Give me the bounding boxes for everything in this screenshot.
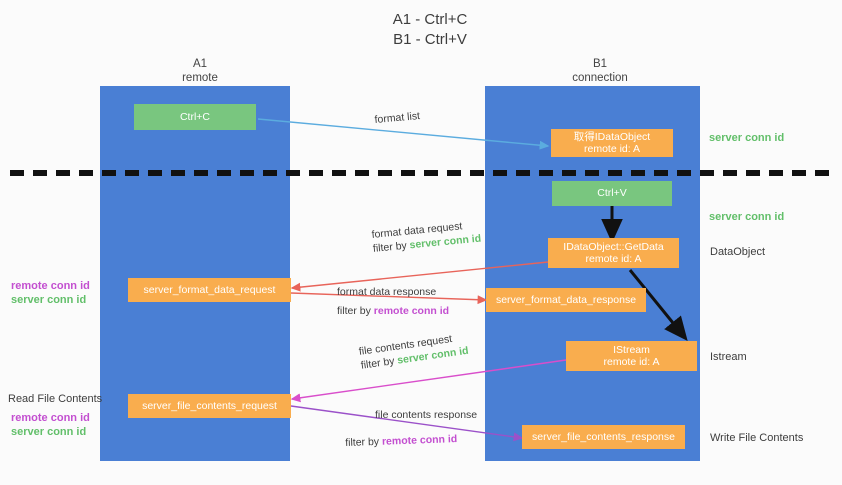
box-server-format-data-response[interactable]: server_format_data_response	[486, 288, 646, 312]
right-label-server-conn-id-mid: server conn id	[709, 210, 784, 224]
right-label-dataobject: DataObject	[710, 245, 765, 259]
box-server-file-contents-request[interactable]: server_file_contents_request	[128, 394, 291, 418]
left-label-read-file-contents-text: Read File Contents	[8, 393, 103, 405]
box-server-format-data-request-label: server_format_data_request	[143, 283, 276, 296]
lane-b1-name: B1	[592, 58, 608, 70]
title-line-1: A1 - Ctrl+C	[392, 11, 468, 28]
right-label-server-conn-id-top-text: server conn id	[709, 132, 785, 144]
remote-conn-id-inline-1: remote conn id	[373, 305, 450, 317]
right-label-write-file-contents-text: Write File Contents	[710, 432, 804, 444]
box-idataobject-line1: 取得IDataObject	[573, 130, 651, 143]
box-server-file-contents-response[interactable]: server_file_contents_response	[522, 425, 685, 449]
box-server-format-data-response-label: server_format_data_response	[495, 293, 637, 306]
filter-by-text-1: filter by	[372, 239, 411, 255]
right-label-write-file-contents: Write File Contents	[710, 431, 803, 445]
filter-by-text-4: filter by	[345, 435, 383, 449]
page-title: A1 - Ctrl+C B1 - Ctrl+V	[330, 10, 530, 50]
left-label-remote-conn-id-1: remote conn id	[11, 280, 90, 292]
box-server-file-contents-request-label: server_file_contents_request	[142, 399, 277, 412]
edge-label-format-data-response-filter: filter by remote conn id	[337, 304, 449, 318]
box-getdata[interactable]: IDataObject::GetData remote id: A	[548, 238, 679, 268]
edge-label-file-contents-response: file contents response	[375, 408, 477, 422]
right-label-istream: Istream	[710, 350, 747, 364]
left-label-conn-ids-2: remote conn id server conn id	[11, 411, 90, 439]
title-line-2: B1 - Ctrl+V	[393, 31, 467, 48]
right-label-dataobject-text: DataObject	[710, 246, 766, 258]
box-server-file-contents-response-label: server_file_contents_response	[531, 430, 675, 443]
edge-label-file-contents-response-filter: filter by remote conn id	[345, 432, 457, 450]
filter-by-text-3: filter by	[360, 354, 399, 372]
edge-label-format-list-text: format list	[374, 110, 421, 126]
left-label-read-file-contents: Read File Contents	[8, 392, 102, 406]
box-istream-line1: IStream	[613, 343, 650, 356]
left-label-conn-ids-1: remote conn id server conn id	[11, 279, 90, 307]
left-label-server-conn-id-2: server conn id	[11, 426, 87, 438]
lane-b1-sub: connection	[572, 71, 628, 84]
right-label-istream-text: Istream	[710, 351, 747, 363]
lane-a1-sub: remote	[182, 71, 218, 84]
lane-title-b1: B1 connection	[540, 58, 660, 85]
box-ctrl-v[interactable]: Ctrl+V	[552, 181, 672, 206]
edge-label-format-data-response-text: format data response	[337, 286, 437, 298]
edge-label-file-contents-request: file contents request filter by server c…	[358, 330, 469, 373]
box-idataobject-line2: remote id: A	[583, 143, 641, 155]
box-istream-line2: remote id: A	[603, 356, 660, 368]
lane-title-a1: A1 remote	[140, 58, 260, 85]
left-label-server-conn-id-1: server conn id	[11, 294, 87, 306]
remote-conn-id-inline-2: remote conn id	[381, 433, 458, 448]
filter-by-text-2: filter by	[337, 305, 374, 317]
box-server-format-data-request[interactable]: server_format_data_request	[128, 278, 291, 302]
edge-label-file-contents-response-text: file contents response	[375, 409, 478, 421]
box-ctrl-c-label: Ctrl+C	[179, 110, 211, 123]
lane-a1-name: A1	[192, 58, 208, 70]
edge-label-format-data-request: format data request filter by server con…	[371, 218, 482, 256]
right-label-server-conn-id-top: server conn id	[709, 131, 784, 145]
box-getdata-line2: remote id: A	[585, 253, 642, 265]
left-label-remote-conn-id-2: remote conn id	[11, 412, 90, 424]
box-ctrl-v-label: Ctrl+V	[597, 187, 627, 200]
box-getdata-line1: IDataObject::GetData	[563, 240, 664, 253]
box-idataobject[interactable]: 取得IDataObject remote id: A	[551, 129, 673, 157]
right-label-server-conn-id-mid-text: server conn id	[709, 211, 785, 223]
edge-label-format-data-response: format data response filter by remote co…	[337, 285, 449, 318]
box-ctrl-c[interactable]: Ctrl+C	[134, 104, 256, 130]
edge-label-format-list: format list	[374, 109, 421, 127]
box-istream[interactable]: IStream remote id: A	[566, 341, 697, 371]
